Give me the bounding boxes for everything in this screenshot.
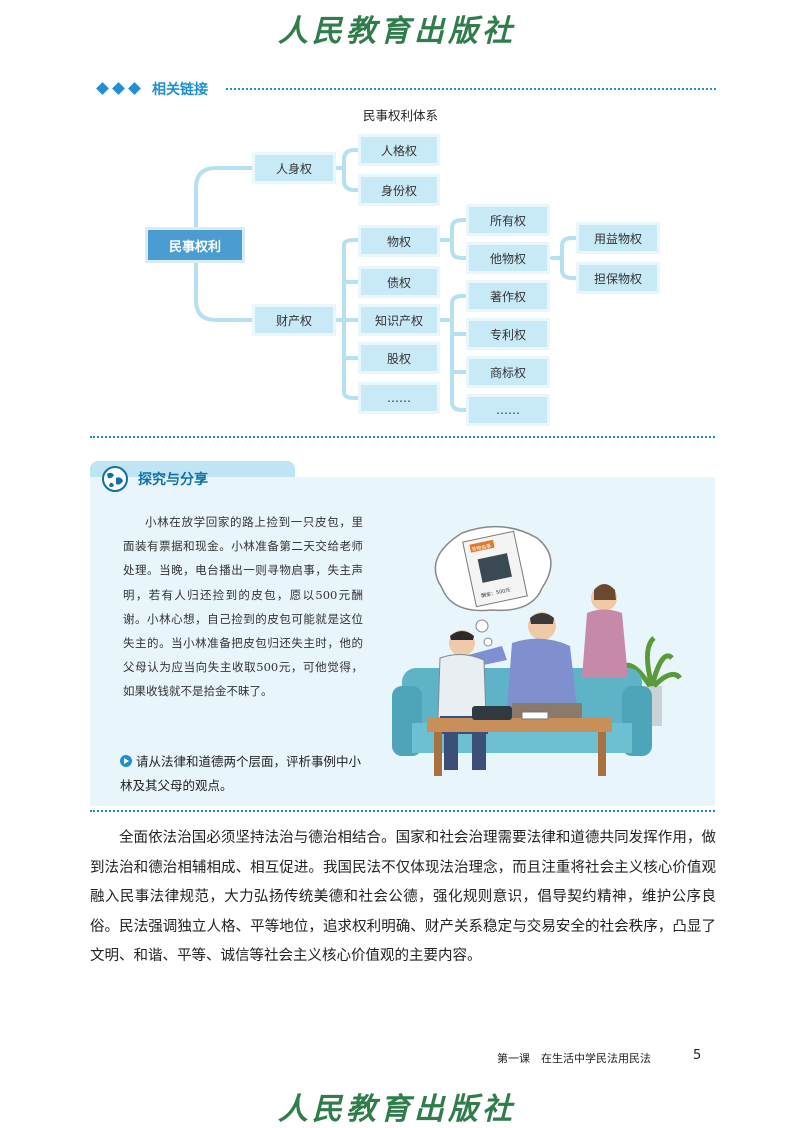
node-property-more: ……	[358, 382, 440, 414]
node-other-real-rights: 他物权	[466, 242, 550, 274]
node-ownership: 所有权	[466, 204, 550, 236]
diagram-title: 民事权利体系	[363, 108, 439, 123]
diagram-root-node: 民事权利	[145, 227, 245, 263]
body-paragraph: 全面依法治国必须坚持法治与德治相结合。国家和社会治理需要法律和道德共同发挥作用，…	[90, 830, 716, 964]
question: 请从法律和道德两个层面，评析事例中小林及其父母的观点。	[120, 750, 370, 798]
node-trademark: 商标权	[466, 356, 550, 388]
section-divider	[90, 810, 715, 812]
publisher-watermark: 人民教育出版社	[278, 1092, 516, 1127]
play-arrow-icon	[120, 755, 132, 767]
node-ip-more: ……	[466, 394, 550, 426]
node-real-rights: 物权	[358, 225, 440, 257]
node-equity-rights: 股权	[358, 342, 440, 374]
node-ip-rights: 知识产权	[358, 304, 440, 336]
story-text: 小林在放学回家的路上捡到一只皮包，里面装有票据和现金。小林准备第二天交给老师处理…	[123, 515, 363, 699]
chapter-footer: 第一课 在生活中学民法用民法	[497, 1052, 651, 1065]
node-personal-rights: 人身权	[252, 152, 336, 184]
diagram-connectors	[194, 148, 580, 412]
node-copyright: 著作权	[466, 280, 550, 312]
notice-title: 寻物启事	[471, 542, 492, 553]
section-divider	[226, 88, 716, 90]
section-title: 相关链接	[152, 82, 208, 98]
node-personality-rights: 人格权	[358, 134, 440, 166]
explore-title: 探究与分享	[138, 472, 208, 488]
question-text: 请从法律和道德两个层面，评析事例中小林及其父母的观点。	[120, 754, 362, 793]
section-divider	[90, 436, 715, 438]
page-number: 5	[693, 1048, 702, 1063]
node-creditor-rights: 债权	[358, 266, 440, 298]
family-illustration: 寻物启事 酬金：500元	[392, 525, 682, 776]
node-identity-rights: 身份权	[358, 174, 440, 206]
publisher-watermark: 人民教育出版社	[278, 14, 516, 49]
node-patent: 专利权	[466, 318, 550, 350]
node-security-rights: 担保物权	[576, 262, 660, 294]
section-header: 相关链接	[96, 79, 716, 99]
node-usufruct: 用益物权	[576, 222, 660, 254]
node-property-rights: 财产权	[252, 304, 336, 336]
globe-icon	[102, 466, 128, 492]
